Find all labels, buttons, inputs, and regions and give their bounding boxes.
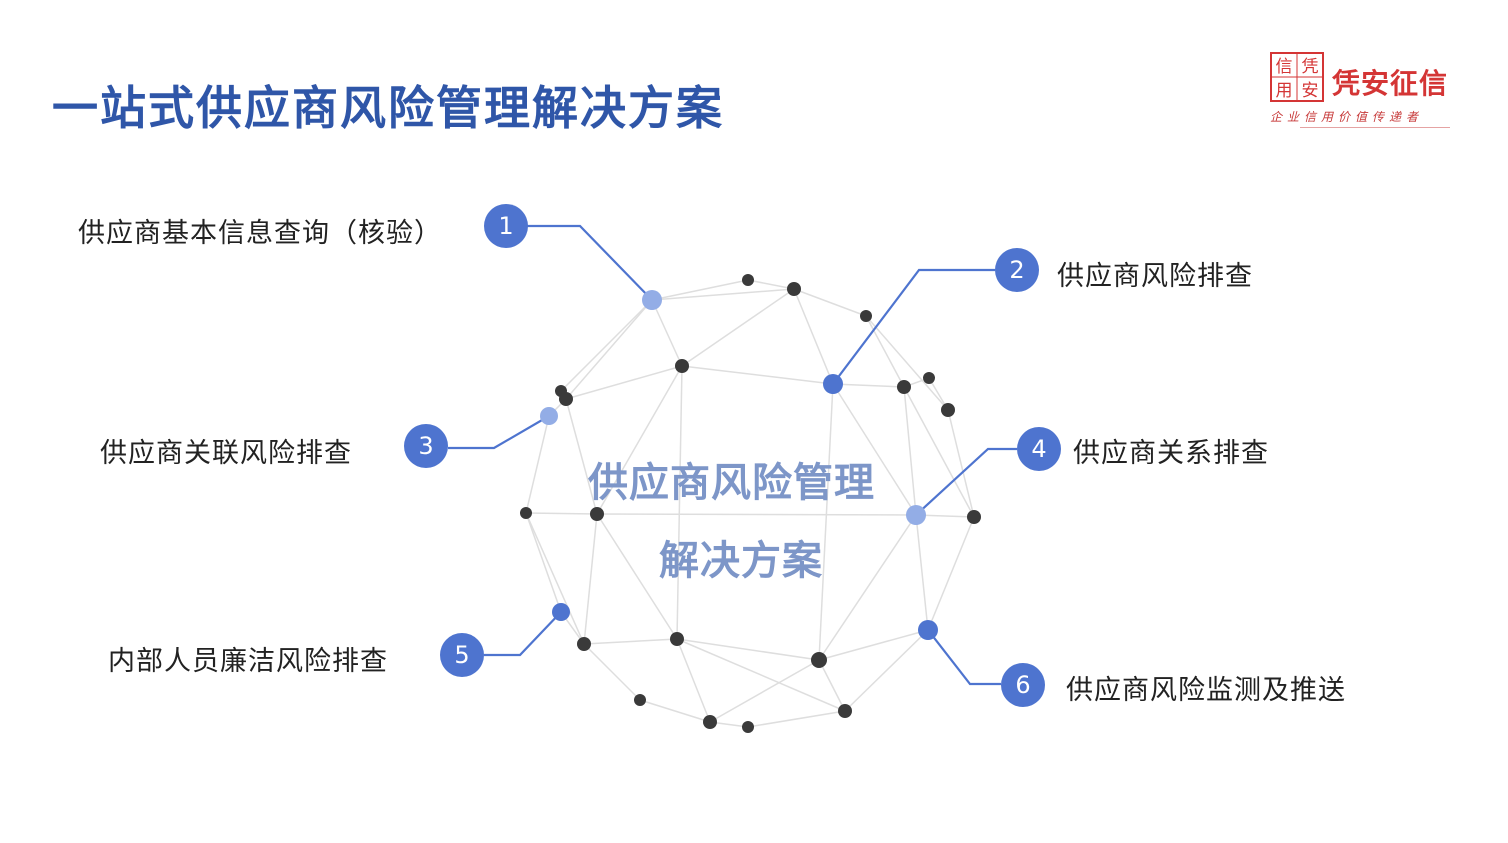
- callout-connector: [484, 611, 562, 657]
- network-edge: [818, 629, 929, 661]
- network-edge: [818, 514, 917, 661]
- network-edge: [903, 386, 975, 518]
- network-node: [918, 620, 938, 640]
- network-node: [838, 704, 852, 718]
- network-edge: [639, 699, 711, 723]
- company-logo: 信 凭 用 安 凭安征信 企业信用价值传递者: [1270, 52, 1470, 138]
- network-node: [906, 505, 926, 525]
- network-edge: [583, 638, 678, 645]
- network-node: [675, 359, 689, 373]
- item-label-3: 供应商关联风险排查: [100, 438, 352, 469]
- network-edge: [747, 710, 846, 728]
- network-edge: [525, 512, 585, 645]
- network-node: [787, 282, 801, 296]
- network-node: [634, 694, 646, 706]
- network-edge: [865, 315, 949, 411]
- item-badge-2: 2: [995, 248, 1039, 292]
- network-edge: [818, 383, 834, 661]
- seal-char: 信: [1276, 57, 1293, 77]
- center-title-line2: 解决方案: [659, 538, 823, 584]
- network-node: [590, 507, 604, 521]
- network-node: [552, 603, 570, 621]
- network-edge: [651, 279, 749, 301]
- callout-connector: [526, 224, 653, 301]
- network-edge: [915, 514, 929, 631]
- item-label-2: 供应商风险排查: [1057, 261, 1253, 292]
- network-node: [670, 632, 684, 646]
- network-edge: [651, 299, 683, 367]
- network-edge: [676, 638, 711, 723]
- seal-char: 用: [1276, 81, 1293, 101]
- network-node: [742, 274, 754, 286]
- network-edge: [525, 512, 562, 613]
- network-edge: [676, 638, 820, 661]
- network-edge: [903, 386, 917, 516]
- network-node: [941, 403, 955, 417]
- network-node: [811, 652, 827, 668]
- network-node: [577, 637, 591, 651]
- network-edge: [596, 365, 683, 515]
- item-label-1: 供应商基本信息查询（核验）: [78, 218, 442, 249]
- seal-char: 凭: [1302, 57, 1319, 77]
- network-edge: [709, 659, 820, 723]
- page-title: 一站式供应商风险管理解决方案: [52, 81, 724, 135]
- network-edge: [681, 365, 834, 385]
- network-edge: [565, 365, 683, 400]
- seal-char: 安: [1302, 81, 1319, 101]
- network-node: [923, 372, 935, 384]
- network-node: [540, 407, 558, 425]
- network-node: [967, 510, 981, 524]
- network-node: [520, 507, 532, 519]
- network-edge: [676, 365, 683, 640]
- network-edge: [844, 629, 929, 712]
- seal-icon: 信 凭 用 安: [1270, 52, 1324, 102]
- item-badge-3: 3: [404, 424, 448, 468]
- network-node: [897, 380, 911, 394]
- brand-slogan: 企业信用价值传递者: [1270, 110, 1424, 124]
- network-edge: [583, 513, 598, 645]
- item-label-6: 供应商风险监测及推送: [1066, 675, 1346, 706]
- network-edge: [865, 315, 905, 388]
- network-edge: [651, 288, 795, 301]
- network-node: [642, 290, 662, 310]
- item-badge-1: 1: [484, 204, 528, 248]
- network-edge: [525, 512, 598, 515]
- network-edge: [583, 643, 641, 701]
- network-node: [823, 374, 843, 394]
- network-edge: [596, 513, 917, 516]
- network-edge: [676, 638, 846, 712]
- brand-name: 凭安征信: [1332, 67, 1449, 100]
- network-edge: [596, 513, 678, 640]
- network-node: [742, 721, 754, 733]
- network-edge: [525, 415, 550, 514]
- slogan-underline: [1300, 127, 1450, 128]
- item-badge-5: 5: [440, 633, 484, 677]
- network-node: [860, 310, 872, 322]
- network-edge: [793, 288, 867, 317]
- network-edge: [832, 383, 917, 516]
- network-edge: [818, 659, 846, 712]
- network-edge: [747, 279, 795, 290]
- network-node: [559, 392, 573, 406]
- item-badge-4: 4: [1017, 427, 1061, 471]
- network-edge: [565, 299, 653, 400]
- callout-connector: [915, 447, 1017, 516]
- callout-connector: [927, 629, 1001, 686]
- item-label-5: 内部人员廉洁风险排查: [108, 646, 388, 677]
- item-badge-6: 6: [1001, 663, 1045, 707]
- network-edge: [947, 409, 975, 518]
- center-title-line1: 供应商风险管理: [588, 460, 875, 506]
- callout-connector: [448, 415, 550, 450]
- network-edge: [565, 398, 598, 515]
- network-edge: [560, 299, 653, 392]
- network-node: [703, 715, 717, 729]
- item-label-4: 供应商关系排查: [1073, 438, 1269, 469]
- network-edge: [681, 288, 795, 367]
- network-edge: [793, 288, 834, 385]
- network-edge: [927, 516, 975, 631]
- callout-connector: [832, 268, 995, 385]
- network-edge: [832, 383, 905, 388]
